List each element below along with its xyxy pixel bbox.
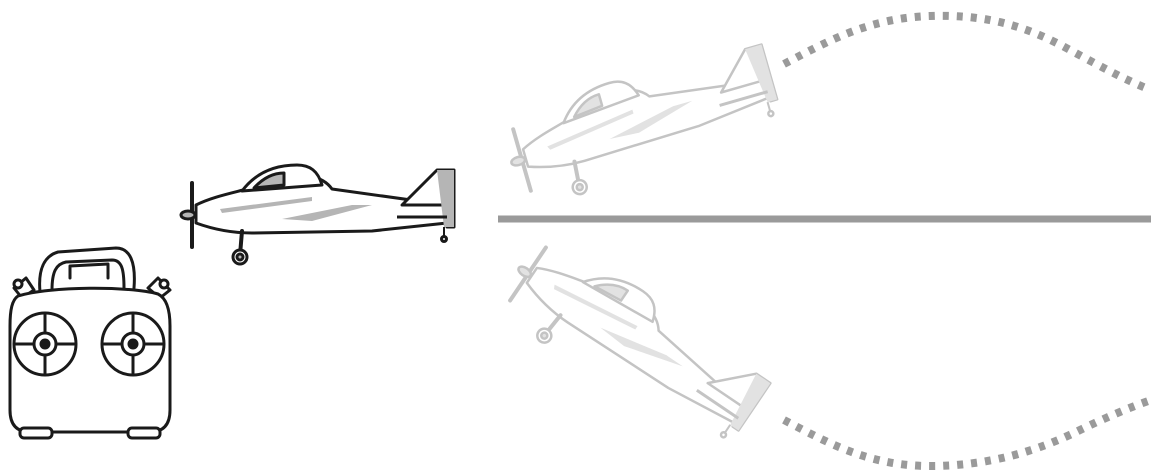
airplane-nose-up-icon	[495, 37, 790, 213]
flight-path-lower	[782, 396, 1151, 471]
flight-path-upper	[782, 11, 1151, 94]
airplane-level-icon	[179, 163, 456, 266]
airplane-nose-down-icon	[489, 224, 776, 464]
radio-transmitter-icon	[8, 246, 172, 440]
